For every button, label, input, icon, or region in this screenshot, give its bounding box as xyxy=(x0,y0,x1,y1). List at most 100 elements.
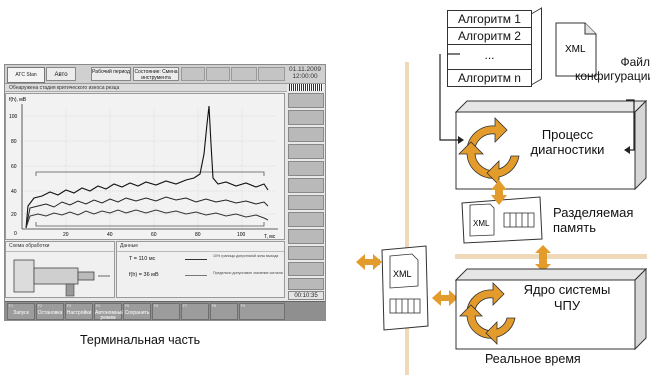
side-softkey[interactable] xyxy=(288,229,324,244)
side-softkey[interactable] xyxy=(288,161,324,176)
side-softkey[interactable] xyxy=(288,127,324,142)
data-f-value: f(h) = 36 мВ xyxy=(129,272,159,278)
fkey-label: F4 xyxy=(96,304,101,308)
side-softkey[interactable] xyxy=(288,262,324,276)
progress-indicator xyxy=(289,84,323,91)
horizontal-divider xyxy=(455,254,647,259)
x-axis-label: T, мс xyxy=(264,234,276,240)
work-period-button[interactable]: Рабочий период xyxy=(91,67,131,81)
legend-line-1 xyxy=(185,259,207,260)
function-key[interactable]: F9 xyxy=(239,303,285,320)
status-message: Обнаружена стадия критического износа ре… xyxy=(5,84,287,92)
cycle-icon xyxy=(458,117,520,186)
side-softkey[interactable] xyxy=(288,278,324,290)
function-key[interactable]: F6 xyxy=(152,303,180,320)
cnc-core-box xyxy=(455,268,647,350)
cycle-icon xyxy=(459,282,516,345)
side-softkey[interactable] xyxy=(288,144,324,159)
cnc-core-label: Ядро системы ЧПУ xyxy=(523,282,611,313)
arrow-left-right xyxy=(449,290,458,306)
side-softkey[interactable] xyxy=(288,178,324,193)
fkey-label: F1 xyxy=(9,304,14,308)
algorithm-1-box: Алгоритм 1 xyxy=(447,10,532,28)
fbutton-label: Настройки xyxy=(66,310,92,316)
terminal-caption: Терминальная часть xyxy=(80,333,201,347)
legend-line-2 xyxy=(185,275,207,276)
legend-text-1: 10% границы допустимой зоны выхода xyxy=(213,254,279,258)
fbutton-label: Запуск xyxy=(13,310,29,316)
y-tick-label: 0 xyxy=(14,231,17,237)
toolbar-cell xyxy=(258,67,285,81)
vertical-divider xyxy=(405,62,409,375)
side-softkey[interactable] xyxy=(288,110,324,125)
cycle-timer: 00:10:35 xyxy=(288,291,324,300)
y-tick-label: 100 xyxy=(9,114,18,120)
auto-mode-button[interactable]: Авто xyxy=(46,67,76,81)
arrow-up-down xyxy=(535,245,551,262)
side-softkey[interactable] xyxy=(288,195,324,210)
side-softkey[interactable] xyxy=(288,246,324,260)
algorithm-2-box: Алгоритм 2 xyxy=(447,27,532,45)
fkey-label: F3 xyxy=(67,304,72,308)
algorithm-n-box: Алгоритм n xyxy=(447,69,532,87)
x-tick-label: 40 xyxy=(107,232,113,238)
fkey-label: F8 xyxy=(212,304,217,308)
signal-trace-lower xyxy=(25,209,269,229)
fkey-label: F9 xyxy=(241,304,246,308)
function-key[interactable]: F7 xyxy=(181,303,209,320)
arrow-up-down xyxy=(491,180,507,195)
y-tick-label: 20 xyxy=(11,212,17,218)
x-tick-label: 60 xyxy=(151,232,157,238)
toolbar-cell xyxy=(206,67,230,81)
signal-trace-upper xyxy=(25,105,269,229)
date-time-display: 01.11.2009 12:00:00 xyxy=(286,66,324,82)
terminal-logo: ATC Stan xyxy=(7,67,45,83)
side-softkey[interactable] xyxy=(288,212,324,227)
data-title: Данные xyxy=(117,242,284,252)
machining-scheme-drawing xyxy=(13,259,110,297)
config-file-label: Файл конфигурации xyxy=(575,55,650,83)
signal-trace-middle xyxy=(25,196,269,229)
xml-file-icon: XML xyxy=(555,22,597,77)
xml-file-label: XML xyxy=(565,44,586,55)
data-t-value: T = 110 мс xyxy=(129,256,156,262)
terminal-topbar: ATC Stan Авто Рабочий период Состояние: … xyxy=(5,65,325,84)
upper-threshold-line xyxy=(35,171,265,176)
process-label: Процесс диагностики xyxy=(530,127,605,157)
x-tick-label: 20 xyxy=(63,232,69,238)
diagnostic-process-box xyxy=(455,100,647,190)
x-tick-label: 100 xyxy=(237,232,246,238)
data-panel: Данные T = 110 мс f(h) = 36 мВ 10% грани… xyxy=(116,241,285,298)
x-tick-label: 80 xyxy=(195,232,201,238)
fbutton-label: Остановка xyxy=(37,310,63,316)
shared-memory-icon: XML xyxy=(461,196,543,244)
toolbar-cell xyxy=(231,67,257,81)
fbutton-label: Автономный режим xyxy=(95,310,125,321)
arrow-left-right xyxy=(373,254,382,270)
shared-memory-label: Разделяемая память xyxy=(553,205,634,235)
auto-mode-label: Авто xyxy=(54,72,68,78)
shared-memory-xml-label: XML xyxy=(473,219,490,228)
connector-lines xyxy=(439,53,635,154)
state-button[interactable]: Состояние: Смена инструмента xyxy=(133,67,179,81)
machining-scheme-panel: Схема обработки xyxy=(5,241,115,298)
side-softkey[interactable] xyxy=(288,93,324,108)
scheme-title: Схема обработки xyxy=(6,242,114,252)
algorithm-ellipsis-box: ... xyxy=(447,44,532,70)
arrow-up-down xyxy=(535,262,551,272)
signal-plot: f(h), мВ T, мс 100 80 60 40 20 0 20 40 6… xyxy=(9,97,278,240)
lower-threshold-line xyxy=(35,222,265,227)
legend-text-2: Предельно допустимое значение сигнала xyxy=(213,271,283,275)
fkey-label: F5 xyxy=(125,304,130,308)
fkey-label: F7 xyxy=(183,304,188,308)
function-key[interactable]: F8 xyxy=(210,303,238,320)
y-tick-label: 40 xyxy=(11,189,17,195)
arrow-left-right xyxy=(356,254,380,270)
realtime-caption: Реальное время xyxy=(485,352,581,366)
